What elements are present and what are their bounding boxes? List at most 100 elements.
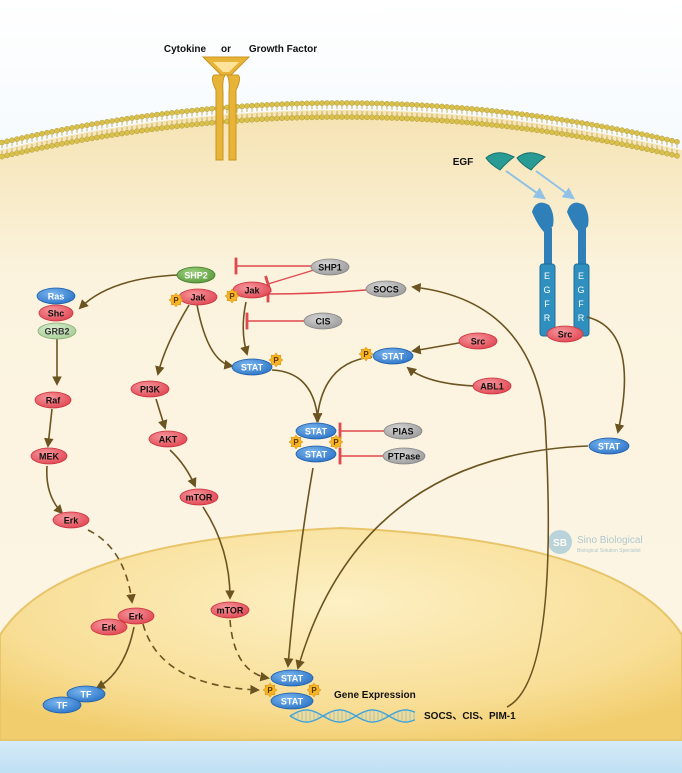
stat-dimer-node-label: STAT bbox=[305, 427, 328, 437]
raf-node-label: Raf bbox=[46, 396, 62, 406]
egfr-letter: R bbox=[544, 313, 551, 323]
egfr-receptor bbox=[532, 202, 590, 337]
shp2-node-label: SHP2 bbox=[184, 271, 208, 281]
phosphate-badge: P bbox=[328, 434, 344, 450]
inhibit-socs-jak bbox=[266, 285, 367, 303]
edge-erk-tf bbox=[95, 626, 135, 689]
cytokine-label: Cytokine bbox=[164, 44, 207, 55]
erk-nucleus-node-label: Erk bbox=[102, 623, 118, 633]
erk-nucleus-node-label: Erk bbox=[129, 612, 145, 622]
phosphate-label: P bbox=[333, 438, 339, 447]
mtor-nucleus-node: mTOR bbox=[210, 601, 250, 619]
stat-nucleus-node: STAT bbox=[270, 669, 314, 687]
egf-label: EGF bbox=[453, 157, 474, 168]
ptpase-node: PTPase bbox=[382, 447, 426, 465]
egf-binding-arrow-left bbox=[505, 170, 546, 200]
gene-targets-label: SOCS、CIS、PIM-1 bbox=[424, 711, 516, 722]
tf-node: TF bbox=[42, 696, 82, 714]
egfr-letter: R bbox=[578, 313, 585, 323]
stat-egfr-node: STAT bbox=[588, 437, 630, 455]
cis-node-label: CIS bbox=[315, 317, 330, 327]
akt-node: AKT bbox=[148, 430, 188, 448]
socs-node: SOCS bbox=[365, 280, 407, 298]
edge-abl1-stat bbox=[406, 366, 476, 387]
egfr-letter: G bbox=[543, 285, 550, 295]
phosphate-badge: P bbox=[306, 682, 322, 698]
phosphate-badge: P bbox=[262, 682, 278, 698]
egfr-letters-right: E G F R bbox=[577, 271, 584, 323]
egfr-letter: E bbox=[544, 271, 550, 281]
stat-nucleus-node-label: STAT bbox=[281, 697, 304, 707]
jak-node-label: Jak bbox=[190, 293, 206, 303]
sino-biological-logo-icon bbox=[548, 530, 572, 554]
growth-factor-label: Growth Factor bbox=[249, 44, 317, 55]
stat-dimer-node: STAT bbox=[295, 422, 337, 440]
jak-node: Jak bbox=[178, 288, 218, 306]
egfr-letters-left: E G F R bbox=[543, 271, 550, 323]
stat-egfr-node-label: STAT bbox=[598, 442, 621, 452]
dna-helix bbox=[289, 709, 416, 723]
sino-biological-watermark: SB Sino Biological Biological Solution S… bbox=[548, 530, 643, 554]
edge-src-stat-egfr bbox=[586, 316, 626, 434]
cell-membrane bbox=[0, 100, 680, 160]
erk-nucleus-node: Erk bbox=[117, 607, 155, 625]
pi3k-node-label: PI3K bbox=[140, 385, 161, 395]
svg-text:SB: SB bbox=[553, 538, 567, 549]
raf-node: Raf bbox=[34, 391, 72, 409]
stat-node: STAT bbox=[231, 358, 273, 376]
egf-binding-arrow-right bbox=[535, 170, 575, 200]
egfr-letter: F bbox=[578, 299, 584, 309]
erk-node-label: Erk bbox=[64, 516, 80, 526]
abl1-node: ABL1 bbox=[472, 377, 512, 395]
cis-node: CIS bbox=[303, 312, 343, 330]
pias-node: PIAS bbox=[383, 422, 423, 440]
shp1-node-label: SHP1 bbox=[318, 263, 342, 273]
phosphate-badge: P bbox=[268, 352, 284, 368]
pias-node-label: PIAS bbox=[392, 427, 413, 437]
phosphate-badge: P bbox=[288, 434, 304, 450]
erk-node: Erk bbox=[52, 511, 90, 529]
bottom-band bbox=[0, 738, 682, 773]
tf-node-label: TF bbox=[57, 701, 68, 711]
src-node: Src bbox=[458, 332, 498, 350]
egfr-letter: E bbox=[578, 271, 584, 281]
edge-mek-erk bbox=[45, 465, 64, 515]
stat-dimer-node-label: STAT bbox=[305, 450, 328, 460]
activation-edges bbox=[44, 274, 626, 708]
akt-node-label: AKT bbox=[159, 435, 178, 445]
edge-gene-to-socs bbox=[411, 283, 550, 708]
src-egfr-node-label: Src bbox=[558, 330, 573, 340]
grb2-node-label: GRB2 bbox=[44, 327, 69, 337]
egfr-letter: G bbox=[577, 285, 584, 295]
mtor-node-label: mTOR bbox=[186, 493, 213, 503]
shp1-node: SHP1 bbox=[310, 258, 350, 276]
edge-jak-pi3k bbox=[155, 304, 190, 376]
shc-node-label: Shc bbox=[48, 309, 65, 319]
mtor-node: mTOR bbox=[179, 488, 219, 506]
phosphate-badge: P bbox=[168, 292, 184, 308]
mek-node-label: MEK bbox=[39, 452, 60, 462]
edge-jak-stat-left bbox=[196, 304, 234, 370]
abl1-node-label: ABL1 bbox=[480, 382, 504, 392]
edge-raf-mek bbox=[44, 408, 54, 448]
phosphate-label: P bbox=[173, 296, 179, 305]
phosphate-label: P bbox=[273, 356, 279, 365]
phosphate-label: P bbox=[293, 438, 299, 447]
tf-node: TF bbox=[66, 685, 106, 703]
phosphate-badge: P bbox=[358, 346, 374, 362]
stat-dimer-node: STAT bbox=[295, 445, 337, 463]
edge-erk-stat-nuc bbox=[142, 623, 260, 695]
edge-mtor-stat-nuc bbox=[229, 619, 270, 682]
stat-nucleus-node-label: STAT bbox=[281, 674, 304, 684]
ptpase-node-label: PTPase bbox=[388, 452, 421, 462]
inhibit-shp1-jak bbox=[264, 269, 315, 293]
watermark-brand: Sino Biological bbox=[577, 535, 643, 546]
phosphate-badge: P bbox=[224, 288, 240, 304]
egf-ligand-left bbox=[485, 152, 515, 171]
erk-nucleus-node: Erk bbox=[90, 618, 128, 636]
shp2-node: SHP2 bbox=[176, 266, 216, 284]
mek-node: MEK bbox=[30, 447, 68, 465]
edge-akt-mtor bbox=[169, 449, 197, 488]
